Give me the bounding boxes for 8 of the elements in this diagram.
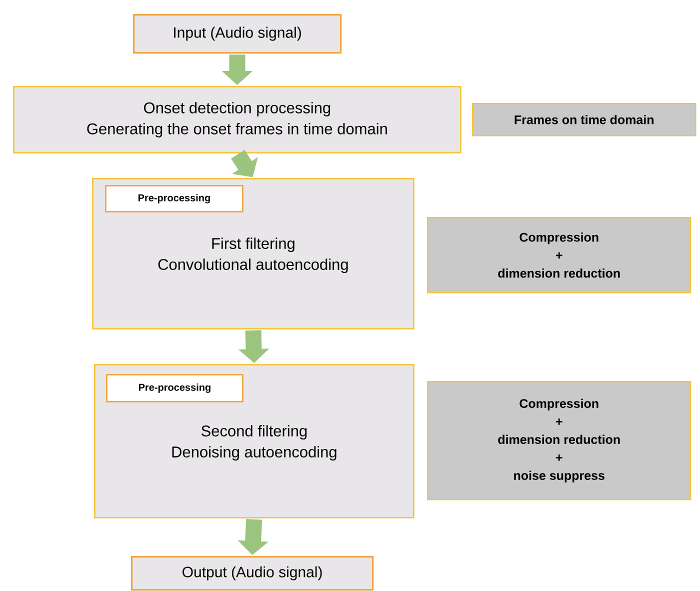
note-box: Compression + dimension reduction + noise suppress [427, 381, 692, 500]
process-box: Onset detection processing Generating the onset frames in time domain [13, 86, 462, 154]
io-box: Output (Audio signal) [131, 556, 374, 591]
tag-box: Pre-processing [105, 185, 244, 212]
io-box: Input (Audio signal) [133, 14, 342, 54]
note-box: Compression + dimension reduction [427, 217, 692, 294]
tag-box: Pre-processing [106, 374, 244, 402]
note-box: Frames on time domain [472, 103, 696, 136]
